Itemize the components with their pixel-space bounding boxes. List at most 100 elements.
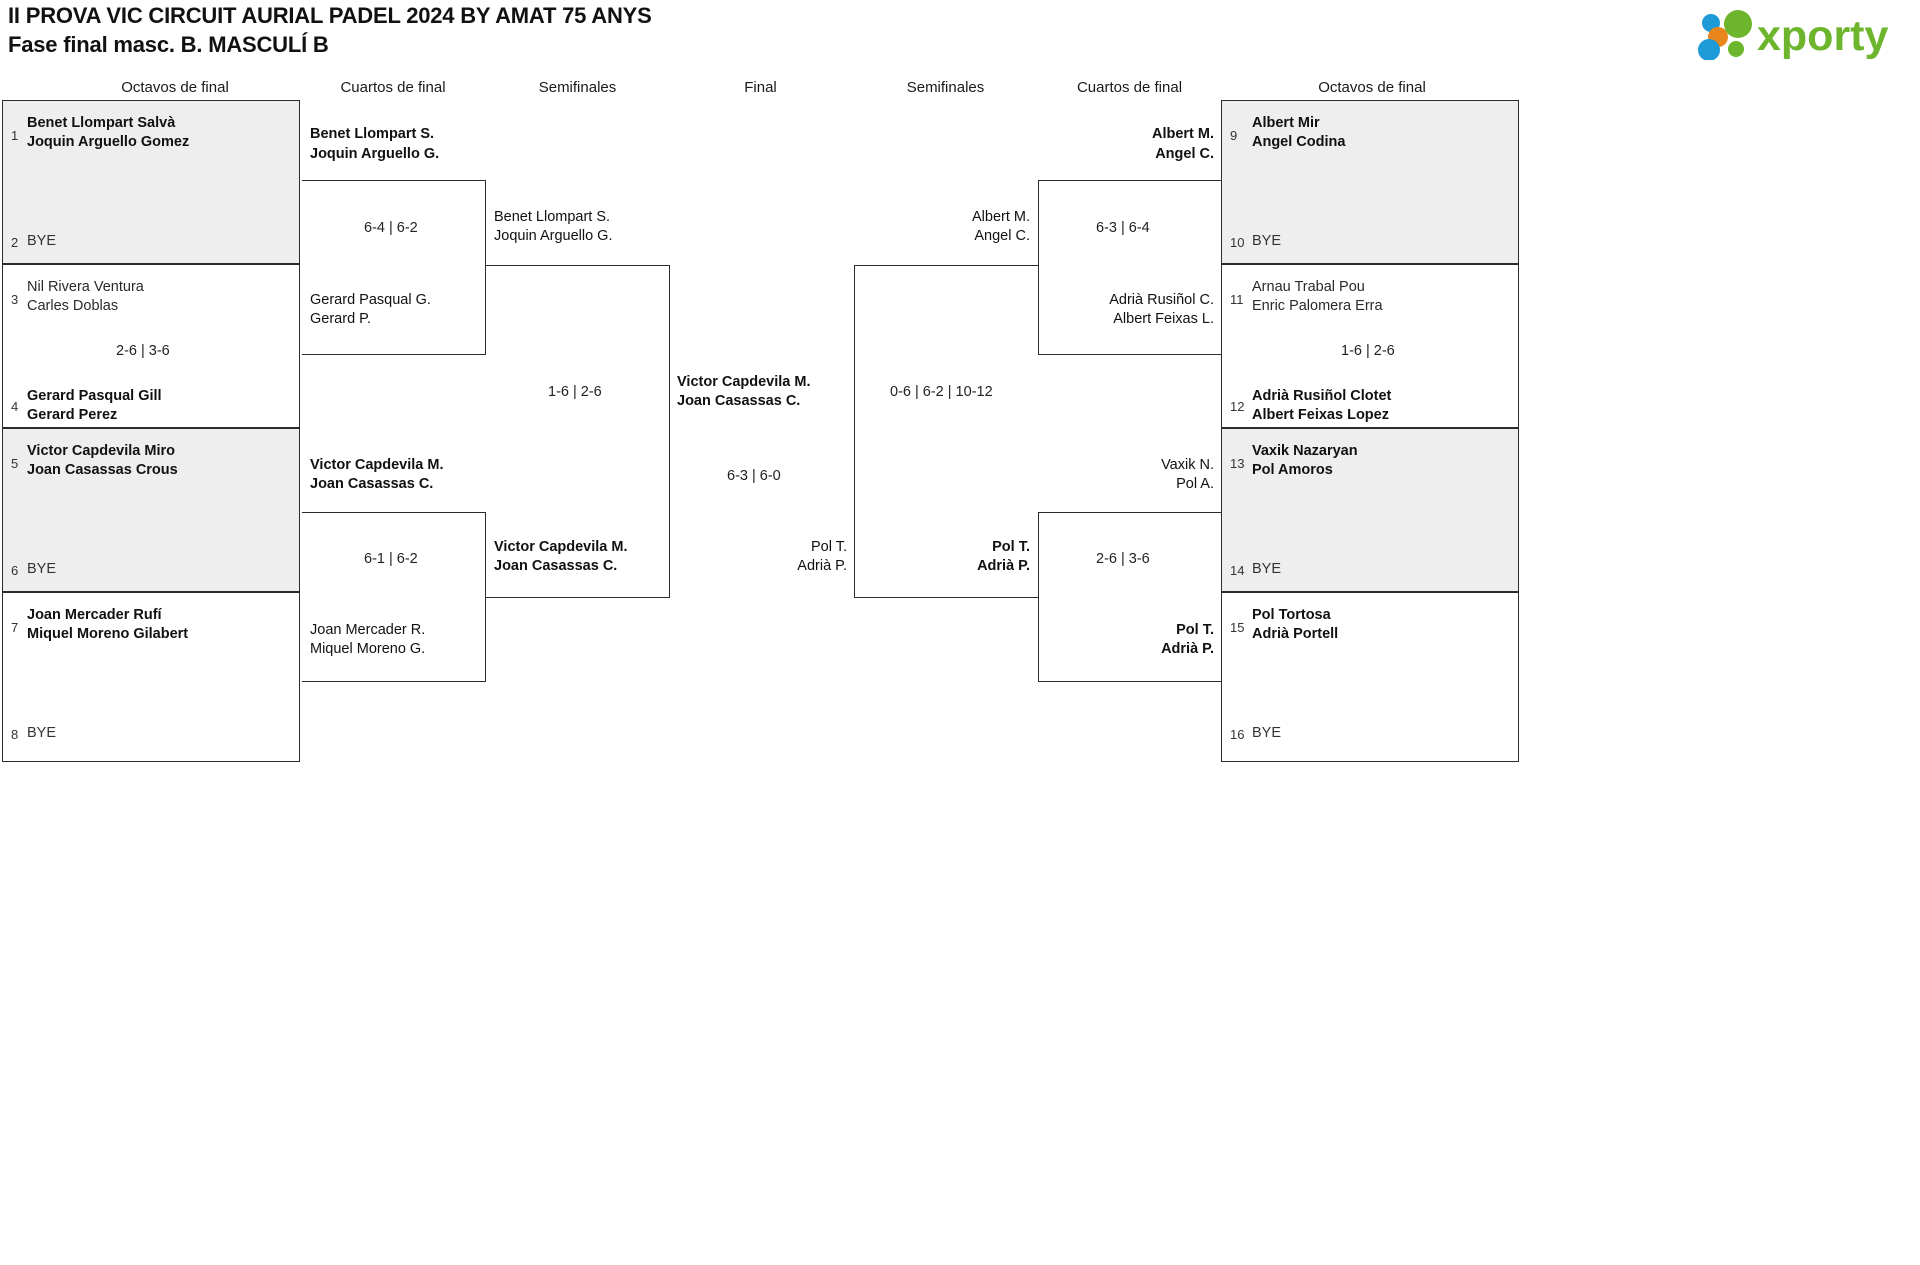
seed-number-16: 16 xyxy=(1230,727,1245,742)
seed-player-3-line2: Carles Doblas xyxy=(27,298,119,314)
seed-player-4-line2: Gerard Perez xyxy=(27,407,118,423)
final-champion-line1: Victor Capdevila M. xyxy=(677,374,811,390)
left-qf-match-2-box[interactable] xyxy=(302,512,486,682)
seed-player-9-line1: Albert Mir xyxy=(1252,115,1320,131)
final-runnerup-line2: Adrià P. xyxy=(797,558,847,574)
seed-player-7-line1: Joan Mercader Rufí xyxy=(27,607,162,623)
seed-number-15: 15 xyxy=(1230,620,1245,635)
seed-player-12-line1: Adrià Rusiñol Clotet xyxy=(1252,388,1392,404)
seed-player-5-line2: Joan Casassas Crous xyxy=(27,462,178,478)
seed-player-14-bye: BYE xyxy=(1252,561,1282,577)
seed-player-12-line2: Albert Feixas Lopez xyxy=(1252,407,1389,423)
seed-pair-5-6[interactable]: 5 Victor Capdevila Miro Joan Casassas Cr… xyxy=(2,428,300,592)
right-sf-match-box[interactable] xyxy=(854,265,1038,598)
seed-player-6-bye: BYE xyxy=(27,561,57,577)
xporty-logo: xporty xyxy=(1687,5,1912,61)
seed-player-2-bye: BYE xyxy=(27,233,57,249)
seed-player-1-line1: Benet Llompart Salvà xyxy=(27,115,176,131)
right-qf2-score: 2-6 | 3-6 xyxy=(1096,551,1150,567)
right-sf-score: 0-6 | 6-2 | 10-12 xyxy=(890,384,993,400)
seed-player-10-bye: BYE xyxy=(1252,233,1282,249)
left-qf2-top-line2: Joan Casassas C. xyxy=(310,476,434,492)
seed-number-9: 9 xyxy=(1230,128,1238,143)
seed-player-13-line2: Pol Amoros xyxy=(1252,462,1333,478)
final-left-divider xyxy=(669,265,670,598)
match-score-3-4: 2-6 | 3-6 xyxy=(116,343,170,359)
round-header-right-sf: Semifinales xyxy=(906,79,985,96)
logo-dot-blue-bottom xyxy=(1698,39,1720,61)
round-header-left-sf: Semifinales xyxy=(538,79,617,96)
seed-number-5: 5 xyxy=(11,456,19,471)
left-qf2-score: 6-1 | 6-2 xyxy=(364,551,418,567)
seed-number-12: 12 xyxy=(1230,399,1245,414)
seed-number-10: 10 xyxy=(1230,235,1245,250)
right-qf-match-2-box[interactable] xyxy=(1038,512,1222,682)
seed-number-14: 14 xyxy=(1230,563,1245,578)
final-champion-line2: Joan Casassas C. xyxy=(677,393,801,409)
round-header-right-r16: Octavos de final xyxy=(1318,79,1426,96)
logo-wordmark: xporty xyxy=(1757,12,1889,60)
seed-pair-1-2[interactable]: 1 Benet Llompart Salvà Joquin Arguello G… xyxy=(2,100,300,264)
match-score-11-12: 1-6 | 2-6 xyxy=(1341,343,1395,359)
logo-dot-green-small xyxy=(1728,41,1744,57)
seed-player-11-line1: Arnau Trabal Pou xyxy=(1252,279,1365,295)
tournament-title: II PROVA VIC CIRCUIT AURIAL PADEL 2024 B… xyxy=(8,3,652,28)
seed-player-16-bye: BYE xyxy=(1252,725,1282,741)
seed-player-7-line2: Miquel Moreno Gilabert xyxy=(27,626,189,642)
logo-dot-green-big xyxy=(1724,10,1752,38)
seed-player-8-bye: BYE xyxy=(27,725,57,741)
seed-player-11-line2: Enric Palomera Erra xyxy=(1252,298,1383,314)
final-runnerup-line1: Pol T. xyxy=(810,539,847,555)
right-qf1-top-line2: Angel C. xyxy=(1155,146,1214,162)
seed-number-1: 1 xyxy=(11,128,19,143)
seed-number-3: 3 xyxy=(11,292,19,307)
seed-number-2: 2 xyxy=(11,235,19,250)
right-qf-match-1-box[interactable] xyxy=(1038,180,1222,355)
left-qf1-top-line1: Benet Llompart S. xyxy=(310,126,435,142)
seed-player-1-line2: Joquin Arguello Gomez xyxy=(27,134,190,150)
xporty-logo-svg: xporty xyxy=(1698,10,1889,61)
right-sf-bottom-line1: Pol T. xyxy=(992,539,1030,555)
seed-number-4: 4 xyxy=(11,399,19,414)
right-sf-bottom-line2: Adrià P. xyxy=(977,558,1030,574)
seed-number-8: 8 xyxy=(11,727,19,742)
left-qf-match-1-box[interactable] xyxy=(302,180,486,355)
round-header-left-qf: Cuartos de final xyxy=(340,79,446,96)
right-qf1-score: 6-3 | 6-4 xyxy=(1096,220,1150,236)
page-header: II PROVA VIC CIRCUIT AURIAL PADEL 2024 B… xyxy=(8,2,652,60)
right-qf1-bottom-line1: Adrià Rusiñol C. xyxy=(1109,292,1214,308)
seed-pair-3-4[interactable]: 3 Nil Rivera Ventura Carles Doblas 2-6 |… xyxy=(2,264,300,428)
seed-player-13-line1: Vaxik Nazaryan xyxy=(1252,443,1358,459)
seed-pair-15-16[interactable]: 15 Pol Tortosa Adrià Portell 16 BYE xyxy=(1221,592,1519,762)
left-sf-top-line2: Joquin Arguello G. xyxy=(494,228,613,244)
left-qf2-top-line1: Victor Capdevila M. xyxy=(310,457,444,473)
left-sf-score: 1-6 | 2-6 xyxy=(548,384,602,400)
tournament-subtitle: Fase final masc. B. MASCULÍ B xyxy=(8,32,329,57)
right-qf1-bottom-line2: Albert Feixas L. xyxy=(1113,311,1214,327)
right-qf1-top-line1: Albert M. xyxy=(1151,126,1214,142)
seed-player-15-line2: Adrià Portell xyxy=(1252,626,1339,642)
seed-pair-11-12[interactable]: 11 Arnau Trabal Pou Enric Palomera Erra … xyxy=(1221,264,1519,428)
seed-player-5-line1: Victor Capdevila Miro xyxy=(27,443,175,459)
seed-player-3-line1: Nil Rivera Ventura xyxy=(27,279,144,295)
final-score: 6-3 | 6-0 xyxy=(727,468,781,484)
left-qf2-bottom-line2: Miquel Moreno G. xyxy=(310,641,426,657)
left-qf1-bottom-line1: Gerard Pasqual G. xyxy=(310,292,431,308)
round-header-final: Final xyxy=(744,79,777,96)
seed-player-15-line1: Pol Tortosa xyxy=(1252,607,1331,623)
seed-number-13: 13 xyxy=(1230,456,1245,471)
left-sf-bottom-line2: Joan Casassas C. xyxy=(494,558,618,574)
seed-pair-7-8[interactable]: 7 Joan Mercader Rufí Miquel Moreno Gilab… xyxy=(2,592,300,762)
left-sf-bottom-line1: Victor Capdevila M. xyxy=(494,539,628,555)
left-sf-top-line1: Benet Llompart S. xyxy=(494,209,611,225)
right-qf2-bottom-line2: Adrià P. xyxy=(1161,641,1214,657)
left-qf1-top-line2: Joquin Arguello G. xyxy=(310,146,440,162)
seed-player-4-line1: Gerard Pasqual Gill xyxy=(27,388,162,404)
left-qf1-score: 6-4 | 6-2 xyxy=(364,220,418,236)
seed-number-11: 11 xyxy=(1230,292,1244,307)
seed-pair-9-10[interactable]: 9 Albert Mir Angel Codina 10 BYE xyxy=(1221,100,1519,264)
right-sf-top-line2: Angel C. xyxy=(974,228,1030,244)
seed-pair-13-14[interactable]: 13 Vaxik Nazaryan Pol Amoros 14 BYE xyxy=(1221,428,1519,592)
right-qf2-top-line1: Vaxik N. xyxy=(1161,457,1214,473)
